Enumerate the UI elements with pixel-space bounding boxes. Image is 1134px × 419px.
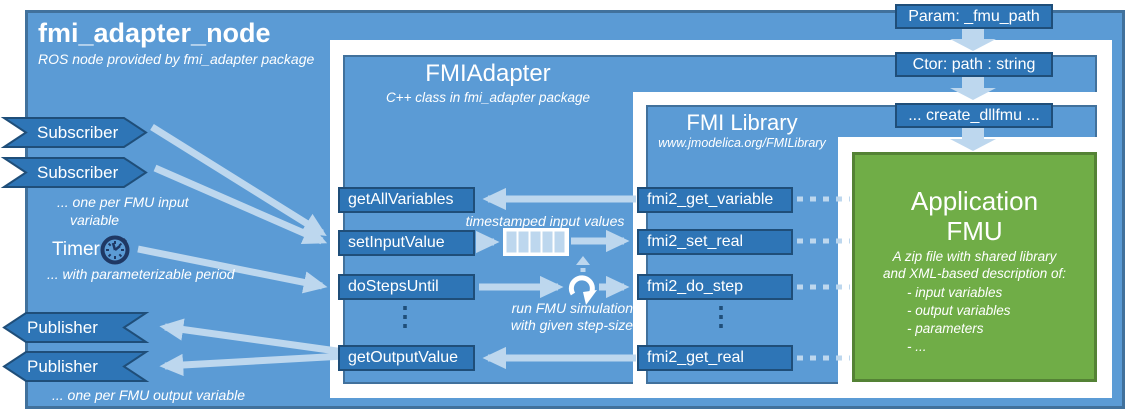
fmi2-get-variable-button: fmi2_get_variable xyxy=(637,187,793,213)
timestamped-note: timestamped input values xyxy=(465,213,625,229)
getallvariables-button: getAllVariables xyxy=(338,187,475,213)
subscriber1-label: Subscriber xyxy=(37,123,119,142)
fmi2-set-real-button: fmi2_set_real xyxy=(637,229,793,255)
fmu-item-more: - ... xyxy=(907,339,927,354)
param-to-ctor-block-arrow xyxy=(950,28,996,51)
loop-to-queue-arrowhead xyxy=(576,256,590,265)
input-queue-icon xyxy=(503,228,569,256)
publisher1-label: Publisher xyxy=(27,318,98,337)
fmi2-do-step-button: fmi2_do_step xyxy=(637,274,793,300)
library-ellipsis: ⋮ xyxy=(708,301,734,331)
fmu-title-line2: FMU xyxy=(946,216,1003,246)
timer-to-dosteps-arrow xyxy=(137,245,328,294)
subscriber2-tag-shape xyxy=(0,157,148,188)
create-dllfmu-box: ... create_dllfmu ... xyxy=(895,103,1053,128)
adapter-subtitle: C++ class in fmi_adapter package xyxy=(385,90,591,105)
run-note-line1: run FMU simulation xyxy=(511,300,633,316)
node-subtitle: ROS node provided by fmi_adapter package xyxy=(38,51,315,67)
fmi2-get-real-button: fmi2_get_real xyxy=(637,345,793,371)
node-title: fmi_adapter_node xyxy=(38,18,271,48)
publisher1-tag-shape xyxy=(2,312,150,343)
subscriber1-tag-shape xyxy=(0,117,148,148)
timer-label: Timer xyxy=(52,239,100,260)
subscriber-note-line1: ... one per FMU input xyxy=(57,194,189,210)
fmu-item-parameters: - parameters xyxy=(907,321,984,336)
create-to-fmu-block-arrow xyxy=(950,128,996,151)
fmu-subtitle-line2: and XML-based description of: xyxy=(882,266,1067,281)
fmu-title-line1: Application xyxy=(910,186,1039,216)
application-fmu-box xyxy=(852,152,1097,382)
publisher2-label: Publisher xyxy=(27,357,98,376)
ctor-to-create-block-arrow xyxy=(950,77,996,100)
run-note-line2: with given step-size xyxy=(510,317,633,333)
setinputvalue-button: setInputValue xyxy=(338,230,475,256)
getoutputvalue-button: getOutputValue xyxy=(338,345,475,371)
fmu-subtitle-line1: A zip file with shared library xyxy=(892,249,1057,264)
subscriber-note-line2: variable xyxy=(70,212,120,228)
fmu-item-outputs: - output variables xyxy=(907,303,1011,318)
run-loop-icon xyxy=(568,275,597,305)
fmu-item-inputs: - input variables xyxy=(907,285,1003,300)
clock-icon xyxy=(100,235,130,265)
ctor-path-string-box: Ctor: path : string xyxy=(895,52,1053,77)
subscriber2-to-setinput-arrow xyxy=(153,164,328,245)
publisher-note: ... one per FMU output variable xyxy=(52,387,245,403)
subscriber1-to-setinput-arrow xyxy=(150,124,327,236)
getoutput-to-publisher2-arrow xyxy=(159,352,345,377)
timer-note: ... with parameterizable period xyxy=(47,266,235,282)
publisher2-tag-shape xyxy=(2,351,150,382)
library-title: FMI Library xyxy=(686,110,798,135)
adapter-ellipsis: ⋮ xyxy=(392,301,418,331)
adapter-title: FMIAdapter xyxy=(425,60,551,87)
param-fmu-path-box: Param: _fmu_path xyxy=(895,4,1053,29)
dostepsuntil-button: doStepsUntil xyxy=(338,274,475,300)
subscriber2-label: Subscriber xyxy=(37,163,119,182)
library-subtitle: www.jmodelica.org/FMILibrary xyxy=(658,136,826,150)
getoutput-to-publisher1-arrow xyxy=(159,318,345,356)
